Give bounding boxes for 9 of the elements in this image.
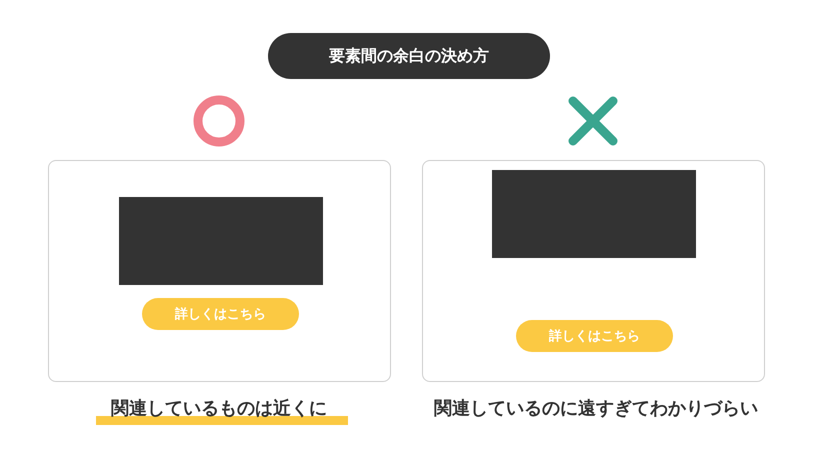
card bbox=[48, 160, 391, 382]
button: 詳しくはこちら bbox=[142, 298, 299, 330]
title-pill: 要素間の余白の決め方 bbox=[268, 33, 550, 79]
image-placeholder bbox=[119, 197, 323, 285]
card bbox=[422, 160, 765, 382]
image-placeholder bbox=[492, 170, 696, 258]
button: 詳しくはこちら bbox=[516, 320, 673, 352]
caption: 関連しているものは近くに bbox=[110, 397, 328, 420]
caption: 関連しているのに遠すぎてわかりづらい bbox=[433, 397, 759, 420]
